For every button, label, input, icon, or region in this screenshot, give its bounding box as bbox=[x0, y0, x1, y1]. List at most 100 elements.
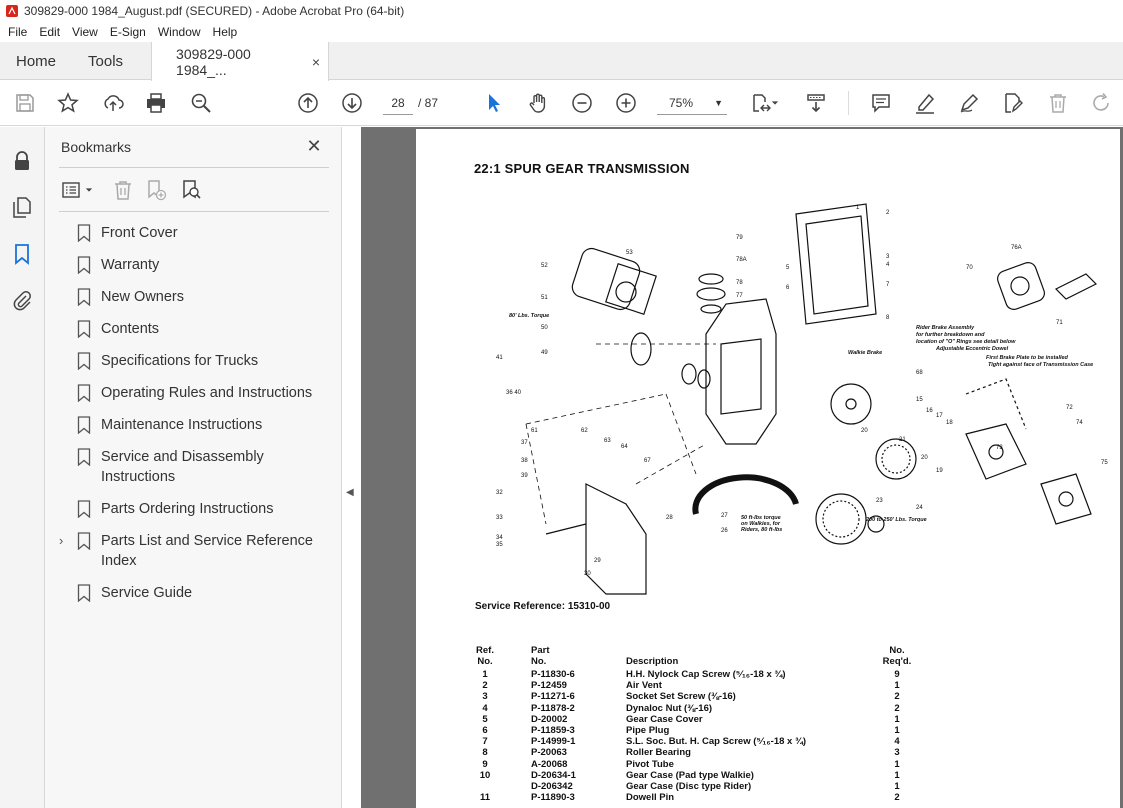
bookmark-icon bbox=[77, 384, 91, 402]
previous-page-icon[interactable] bbox=[295, 90, 321, 116]
rotate-icon[interactable] bbox=[1088, 90, 1114, 116]
diagram-callout: 71 bbox=[1056, 320, 1063, 326]
diagram-callout: 75 bbox=[1101, 460, 1108, 466]
page-thumbnails-icon[interactable] bbox=[10, 195, 34, 219]
bookmark-label: Parts List and Service Reference Index bbox=[101, 533, 313, 569]
print-icon[interactable] bbox=[143, 90, 169, 116]
upload-icon[interactable] bbox=[100, 90, 126, 116]
zoom-in-icon[interactable] bbox=[613, 90, 639, 116]
close-tab-icon[interactable]: × bbox=[311, 53, 321, 70]
part-cell: P-11271-6 bbox=[531, 691, 575, 703]
diagram-callout: 7 bbox=[886, 282, 890, 288]
comment-icon[interactable] bbox=[868, 90, 894, 116]
delete-icon[interactable] bbox=[1045, 90, 1071, 116]
tab-tools[interactable]: Tools bbox=[88, 52, 124, 70]
service-reference: Service Reference: 15310-00 bbox=[475, 601, 611, 612]
ref-cell: 10 bbox=[479, 769, 491, 781]
diagram-callout: 20 bbox=[861, 428, 868, 434]
save-icon[interactable] bbox=[12, 90, 38, 116]
description-cell: Dowell Pin bbox=[626, 792, 675, 804]
header-ref: Ref. bbox=[476, 645, 494, 656]
description-cell: Socket Set Screw (⅜-16) bbox=[626, 691, 736, 703]
menu-window[interactable]: Window bbox=[157, 25, 201, 39]
diagram-annotation: location of "O" Rings see detail below bbox=[916, 339, 1016, 345]
diagram-callout: 27 bbox=[721, 513, 728, 519]
qty-cell: 1 bbox=[894, 758, 900, 770]
header-ref-no: No. bbox=[477, 656, 493, 667]
hand-tool-icon[interactable] bbox=[525, 90, 551, 116]
diagram-callout: 3 bbox=[886, 254, 890, 260]
bookmark-star-icon[interactable] bbox=[55, 90, 81, 116]
diagram-callout: 78A bbox=[736, 257, 747, 263]
bookmark-new-owners[interactable]: New Owners bbox=[45, 287, 342, 307]
diagram-callout: 15 bbox=[916, 397, 923, 403]
find-bookmark-icon[interactable] bbox=[180, 178, 202, 202]
zoom-search-icon[interactable] bbox=[188, 90, 214, 116]
collapse-panel-icon[interactable]: ◀ bbox=[346, 487, 354, 498]
bookmark-icon bbox=[77, 256, 91, 274]
bookmark-warranty[interactable]: Warranty bbox=[45, 255, 342, 275]
bookmark-maintenance[interactable]: Maintenance Instructions bbox=[45, 415, 342, 435]
select-cursor-icon[interactable] bbox=[481, 90, 507, 116]
delete-bookmark-icon[interactable] bbox=[112, 178, 134, 202]
new-bookmark-icon[interactable] bbox=[145, 178, 167, 202]
document-view[interactable]: 22:1 SPUR GEAR TRANSMISSION bbox=[361, 127, 1123, 808]
scroll-mode-icon[interactable] bbox=[803, 90, 829, 116]
menu-help[interactable]: Help bbox=[212, 25, 238, 39]
bookmark-parts-ordering[interactable]: Parts Ordering Instructions bbox=[45, 499, 342, 519]
diagram-callout: 17 bbox=[936, 413, 943, 419]
lock-icon[interactable] bbox=[10, 149, 34, 173]
bookmark-service-disassembly[interactable]: Service and Disassembly Instructions bbox=[45, 447, 342, 487]
next-page-icon[interactable] bbox=[339, 90, 365, 116]
ref-cell: 4 bbox=[482, 702, 488, 714]
bookmark-options-icon[interactable] bbox=[61, 178, 93, 202]
bookmarks-panel-title: Bookmarks bbox=[61, 139, 132, 155]
bookmarks-panel-icon[interactable] bbox=[10, 242, 34, 266]
edit-pdf-icon[interactable] bbox=[1000, 90, 1026, 116]
bookmark-label: Service Guide bbox=[101, 585, 193, 601]
menu-view[interactable]: View bbox=[72, 25, 98, 39]
draw-pen-icon[interactable] bbox=[956, 90, 982, 116]
bookmark-operating-rules[interactable]: Operating Rules and Instructions bbox=[45, 383, 342, 403]
diagram-annotation: First Brake Plate to be installed bbox=[986, 355, 1069, 361]
toolbar: 28 / 87 75% ▼ bbox=[0, 81, 1123, 126]
diagram-callout: 49 bbox=[541, 350, 548, 356]
close-panel-icon[interactable]: ✕ bbox=[306, 136, 322, 156]
header-qty: No. bbox=[889, 645, 905, 656]
ref-cell: 11 bbox=[479, 792, 491, 804]
diagram-callout: 78 bbox=[736, 280, 743, 286]
part-cell: D-20002 bbox=[531, 713, 568, 725]
page-fit-dropdown-icon[interactable] bbox=[768, 90, 782, 116]
highlight-pen-icon[interactable] bbox=[912, 90, 938, 116]
menu-edit[interactable]: Edit bbox=[39, 25, 61, 39]
bookmark-icon bbox=[77, 224, 91, 242]
menu-esign[interactable]: E-Sign bbox=[109, 25, 146, 39]
tab-home[interactable]: Home bbox=[16, 52, 57, 70]
diagram-annotation: for further breakdown and bbox=[916, 332, 985, 338]
attachments-icon[interactable] bbox=[10, 288, 34, 312]
page-number-input[interactable]: 28 bbox=[383, 91, 413, 115]
bookmark-service-guide[interactable]: Service Guide bbox=[45, 583, 342, 603]
header-part-no: No. bbox=[531, 656, 547, 667]
bookmark-contents[interactable]: Contents bbox=[45, 319, 342, 339]
zoom-out-icon[interactable] bbox=[569, 90, 595, 116]
diagram-annotation: Tight against face of Transmission Case bbox=[988, 362, 1093, 368]
bookmark-icon bbox=[77, 352, 91, 370]
qty-cell: 2 bbox=[894, 702, 900, 714]
description-cell: Pipe Plug bbox=[626, 724, 670, 736]
menu-file[interactable]: File bbox=[8, 25, 28, 39]
bookmark-front-cover[interactable]: Front Cover bbox=[45, 223, 342, 243]
diagram-callout: 1 bbox=[856, 205, 860, 211]
page-fit-icon[interactable] bbox=[748, 90, 774, 116]
tab-document[interactable]: 309829-000 1984_... × bbox=[151, 42, 330, 81]
part-cell: P-11830-6 bbox=[531, 669, 575, 680]
bookmark-parts-list[interactable]: › Parts List and Service Reference Index bbox=[45, 531, 342, 571]
bookmark-specifications[interactable]: Specifications for Trucks bbox=[45, 351, 342, 371]
chevron-right-icon[interactable]: › bbox=[59, 533, 64, 548]
diagram-callout: 6 bbox=[786, 285, 790, 291]
part-cell: P-11878-2 bbox=[531, 702, 575, 714]
qty-cell: 3 bbox=[894, 747, 900, 759]
zoom-level-select[interactable]: 75% ▼ bbox=[657, 91, 727, 115]
